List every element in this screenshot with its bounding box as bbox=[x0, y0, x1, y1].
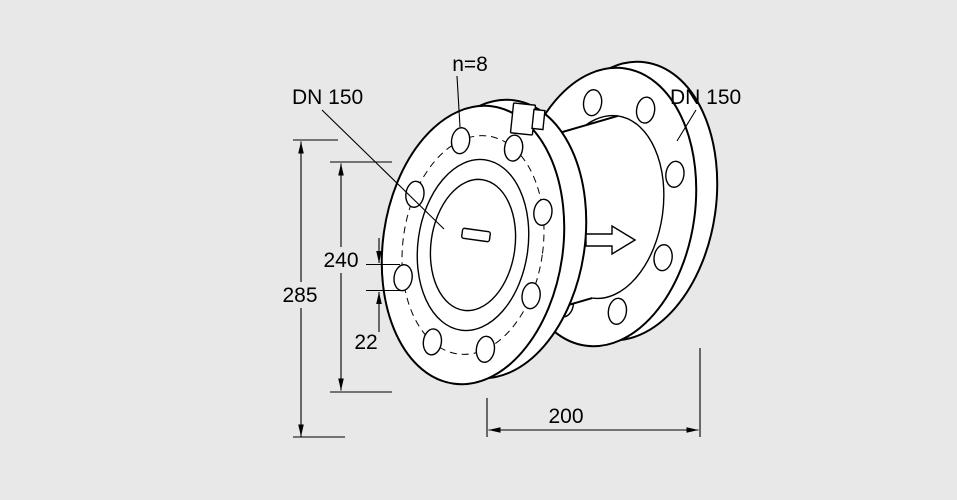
dimension-flange-outer-diameter: 285 bbox=[276, 139, 345, 438]
hinge-pin-cap bbox=[531, 108, 546, 131]
label-dn-left: DN 150 bbox=[292, 86, 363, 109]
flow-direction-arrow-icon bbox=[585, 224, 637, 256]
hinge-housing bbox=[509, 102, 537, 136]
bolt-hole bbox=[422, 328, 443, 356]
callout-dn-right: DN 150 bbox=[670, 86, 741, 142]
leader-line bbox=[676, 109, 697, 142]
bolt-hole bbox=[450, 127, 471, 155]
bolt-hole bbox=[393, 264, 413, 292]
dim-22-value: 22 bbox=[354, 331, 377, 354]
leader-line bbox=[321, 109, 445, 230]
dimension-bolt-circle-diameter: 240 bbox=[316, 161, 392, 393]
callout-bolt-count: n=8 bbox=[452, 53, 488, 128]
valve-disc-edge bbox=[460, 227, 492, 243]
front-flange-front-face bbox=[380, 104, 566, 386]
bolt-hole bbox=[521, 282, 541, 310]
hinge-bracket bbox=[509, 102, 546, 136]
bore-opening bbox=[429, 178, 517, 312]
raised-face-ring bbox=[416, 158, 530, 332]
bolt-hole bbox=[475, 335, 496, 363]
front-flange-bolt-holes bbox=[393, 127, 553, 363]
bolt-hole bbox=[582, 89, 603, 117]
dim-200-value: 200 bbox=[548, 405, 583, 428]
dimension-face-to-face-length: 200 bbox=[486, 348, 701, 437]
label-backplate bbox=[316, 247, 366, 273]
bolt-hole bbox=[653, 244, 673, 272]
label-dn-right: DN 150 bbox=[670, 86, 741, 109]
leader-line bbox=[456, 75, 461, 128]
dim-240-value: 240 bbox=[323, 249, 358, 272]
label-bolt-count: n=8 bbox=[452, 53, 488, 76]
bolt-hole bbox=[665, 160, 685, 188]
front-flange bbox=[380, 98, 588, 386]
callout-dn-left: DN 150 bbox=[292, 86, 445, 230]
label-backplate bbox=[276, 282, 326, 308]
bolt-hole bbox=[405, 180, 425, 208]
bolt-hole bbox=[503, 134, 524, 162]
bolt-hole bbox=[607, 297, 628, 325]
bolt-hole bbox=[533, 198, 553, 226]
dim-285-value: 285 bbox=[282, 284, 317, 307]
dimension-bolt-hole-diameter: 22 bbox=[354, 238, 400, 354]
bolt-hole bbox=[635, 96, 656, 124]
